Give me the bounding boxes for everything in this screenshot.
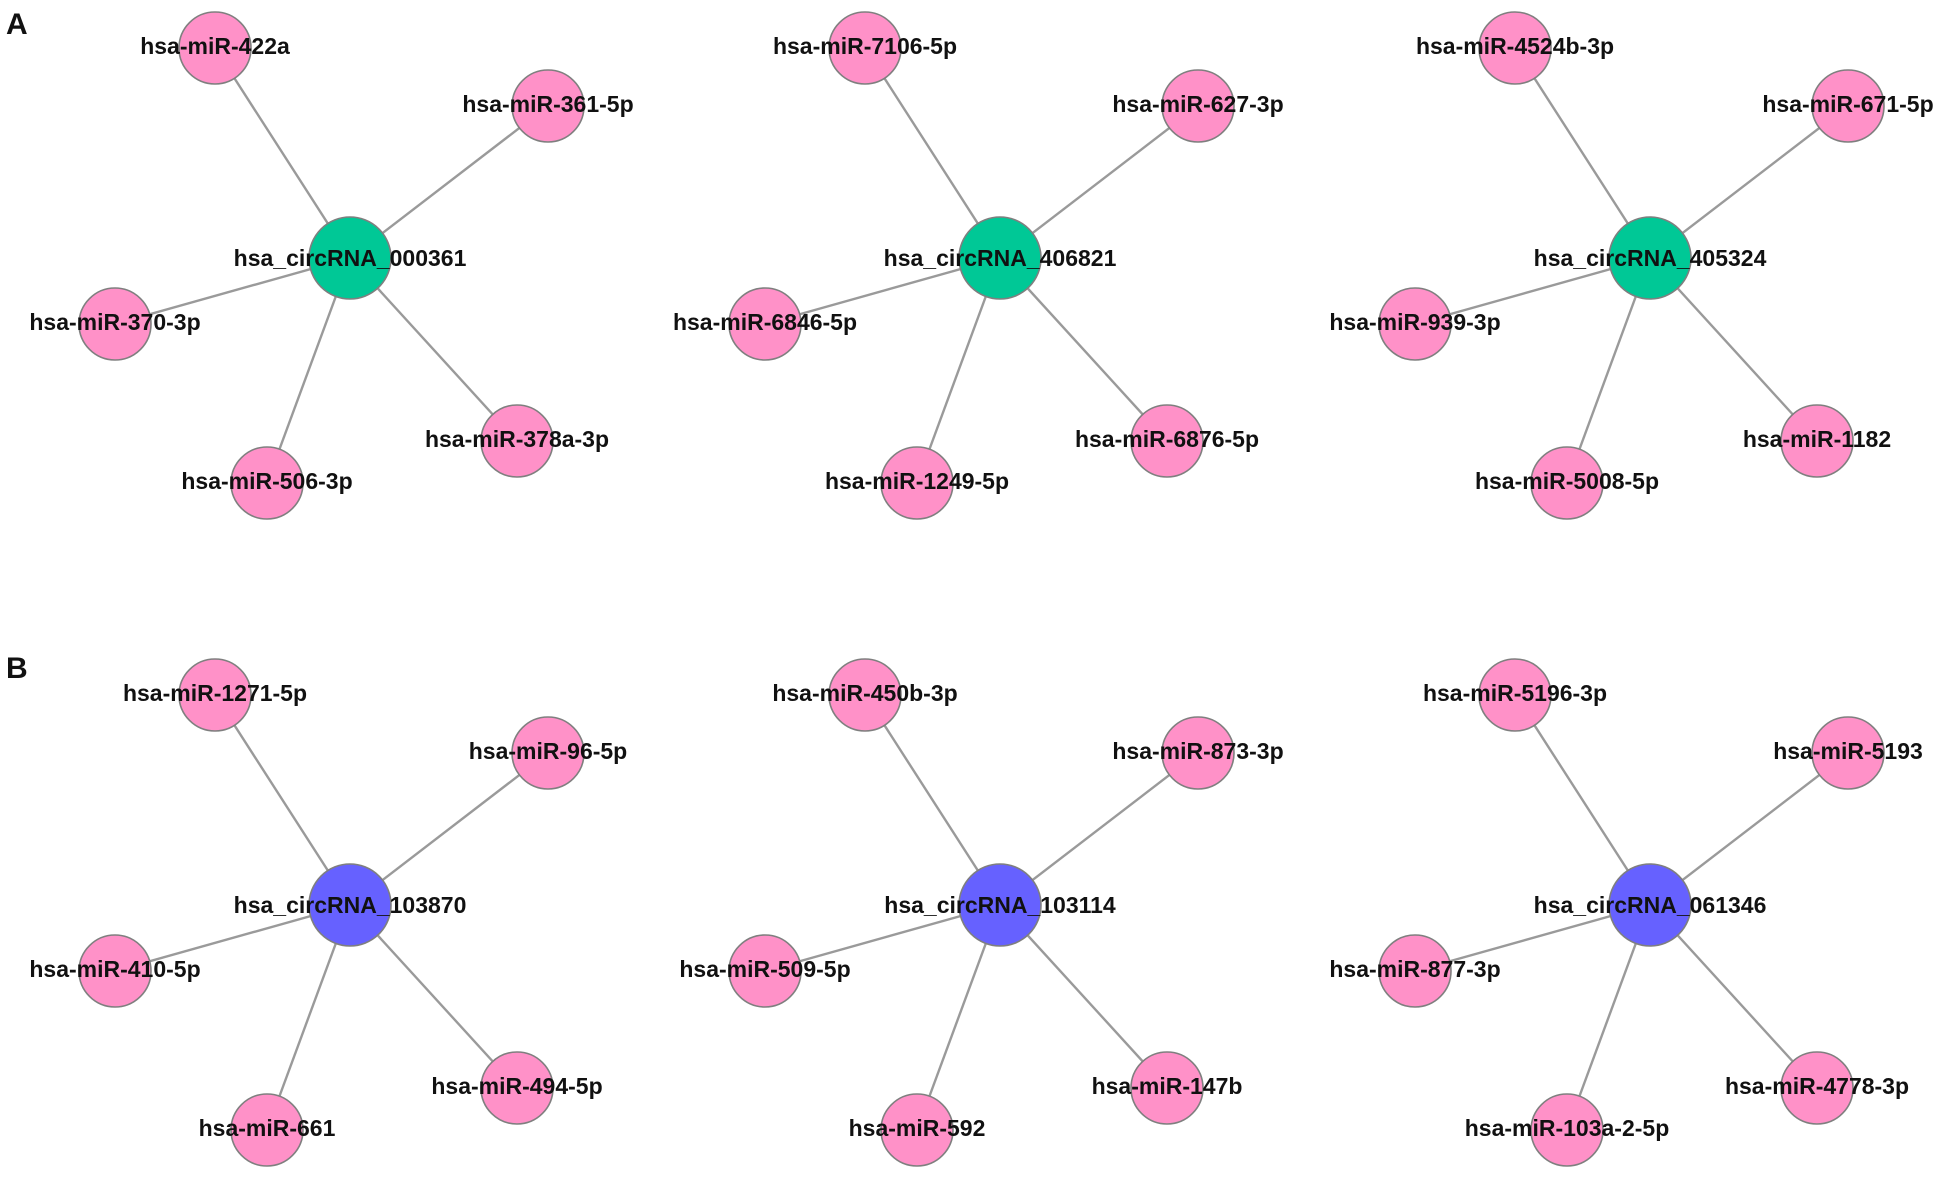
mirna-label-hsa-mir-147b: hsa-miR-147b [1092,1073,1243,1099]
mirna-label-hsa-mir-506-3p: hsa-miR-506-3p [181,468,352,494]
panel-label-b: B [6,652,28,685]
label-layer: hsa-miR-422a hsa-miR-361-5p hsa-miR-370-3p… [29,33,1933,1141]
mirna-label-hsa-mir-509-5p: hsa-miR-509-5p [679,956,850,982]
mirna-label-hsa-mir-873-3p: hsa-miR-873-3p [1112,738,1283,764]
hub-label-hsa-circrna-406821: hsa_circRNA_406821 [884,245,1117,271]
mirna-node-hsa-mir-7106-5p[interactable] [828,11,902,85]
mirna-label-hsa-mir-1249-5p: hsa-miR-1249-5p [825,468,1009,494]
mirna-node-hsa-mir-592[interactable] [880,1093,954,1167]
mirna-label-hsa-mir-7106-5p: hsa-miR-7106-5p [773,33,957,59]
mirna-node-hsa-mir-6846-5p[interactable] [728,287,802,361]
mirna-label-hsa-mir-378a-3p: hsa-miR-378a-3p [425,426,609,452]
mirna-label-hsa-mir-494-5p: hsa-miR-494-5p [431,1073,602,1099]
mirna-label-hsa-mir-103a-2-5p: hsa-miR-103a-2-5p [1465,1115,1670,1141]
mirna-label-hsa-mir-939-3p: hsa-miR-939-3p [1329,309,1500,335]
mirna-node-hsa-mir-361-5p[interactable] [511,69,585,143]
mirna-node-hsa-mir-422a[interactable] [178,11,252,85]
mirna-node-hsa-mir-509-5p[interactable] [728,934,802,1008]
mirna-label-hsa-mir-422a: hsa-miR-422a [140,33,290,59]
mirna-node-hsa-mir-378a-3p[interactable] [480,404,554,478]
mirna-node-hsa-mir-671-5p[interactable] [1811,69,1885,143]
mirna-node-hsa-mir-410-5p[interactable] [78,934,152,1008]
mirna-node-hsa-mir-506-3p[interactable] [230,446,304,520]
mirna-label-hsa-mir-671-5p: hsa-miR-671-5p [1762,91,1933,117]
hub-node-hsa-circrna-103870[interactable] [308,863,392,947]
mirna-label-hsa-mir-627-3p: hsa-miR-627-3p [1112,91,1283,117]
hub-label-hsa-circrna-405324: hsa_circRNA_405324 [1534,245,1767,271]
panel-label-a: A [6,8,28,41]
mirna-node-hsa-mir-96-5p[interactable] [511,716,585,790]
mirna-node-hsa-mir-873-3p[interactable] [1161,716,1235,790]
hub-node-hsa-circrna-061346[interactable] [1608,863,1692,947]
hub-node-hsa-circrna-405324[interactable] [1608,216,1692,300]
hub-node-hsa-circrna-103114[interactable] [958,863,1042,947]
mirna-label-hsa-mir-410-5p: hsa-miR-410-5p [29,956,200,982]
hub-label-hsa-circrna-103870: hsa_circRNA_103870 [234,892,467,918]
mirna-node-hsa-mir-450b-3p[interactable] [828,658,902,732]
mirna-node-hsa-mir-4778-3p[interactable] [1780,1051,1854,1125]
mirna-label-hsa-mir-1182: hsa-miR-1182 [1743,426,1891,452]
mirna-node-hsa-mir-4524b-3p[interactable] [1478,11,1552,85]
mirna-node-hsa-mir-370-3p[interactable] [78,287,152,361]
mirna-label-hsa-mir-4524b-3p: hsa-miR-4524b-3p [1416,33,1614,59]
hub-label-hsa-circrna-061346: hsa_circRNA_061346 [1534,892,1767,918]
mirna-node-hsa-mir-661[interactable] [230,1093,304,1167]
mirna-node-hsa-mir-5193[interactable] [1811,716,1885,790]
mirna-label-hsa-mir-6876-5p: hsa-miR-6876-5p [1075,426,1259,452]
hub-label-hsa-circrna-000361: hsa_circRNA_000361 [234,245,467,271]
mirna-label-hsa-mir-361-5p: hsa-miR-361-5p [462,91,633,117]
mirna-node-hsa-mir-1271-5p[interactable] [178,658,252,732]
mirna-node-hsa-mir-5008-5p[interactable] [1530,446,1604,520]
mirna-node-hsa-mir-494-5p[interactable] [480,1051,554,1125]
edge-layer [114,47,1849,1131]
hub-node-hsa-circrna-406821[interactable] [958,216,1042,300]
mirna-node-hsa-mir-627-3p[interactable] [1161,69,1235,143]
mirna-node-hsa-mir-1182[interactable] [1780,404,1854,478]
mirna-label-hsa-mir-6846-5p: hsa-miR-6846-5p [673,309,857,335]
mirna-label-hsa-mir-450b-3p: hsa-miR-450b-3p [772,680,957,706]
mirna-label-hsa-mir-1271-5p: hsa-miR-1271-5p [123,680,307,706]
mirna-label-hsa-mir-5008-5p: hsa-miR-5008-5p [1475,468,1659,494]
mirna-node-hsa-mir-103a-2-5p[interactable] [1530,1093,1604,1167]
mirna-node-hsa-mir-877-3p[interactable] [1378,934,1452,1008]
hub-node-hsa-circrna-000361[interactable] [308,216,392,300]
mirna-node-hsa-mir-6876-5p[interactable] [1130,404,1204,478]
mirna-node-hsa-mir-5196-3p[interactable] [1478,658,1552,732]
mirna-label-hsa-mir-96-5p: hsa-miR-96-5p [469,738,627,764]
mirna-label-hsa-mir-5196-3p: hsa-miR-5196-3p [1423,680,1607,706]
mirna-node-hsa-mir-1249-5p[interactable] [880,446,954,520]
mirna-label-hsa-mir-4778-3p: hsa-miR-4778-3p [1725,1073,1909,1099]
hub-label-hsa-circrna-103114: hsa_circRNA_103114 [884,892,1116,918]
mirna-node-hsa-mir-147b[interactable] [1130,1051,1204,1125]
mirna-label-hsa-mir-370-3p: hsa-miR-370-3p [29,309,200,335]
mirna-label-hsa-mir-877-3p: hsa-miR-877-3p [1329,956,1500,982]
mirna-label-hsa-mir-661: hsa-miR-661 [199,1115,336,1141]
mirna-node-hsa-mir-939-3p[interactable] [1378,287,1452,361]
mirna-label-hsa-mir-5193: hsa-miR-5193 [1773,738,1923,764]
mirna-label-hsa-mir-592: hsa-miR-592 [849,1115,986,1141]
node-layer [78,11,1885,1167]
